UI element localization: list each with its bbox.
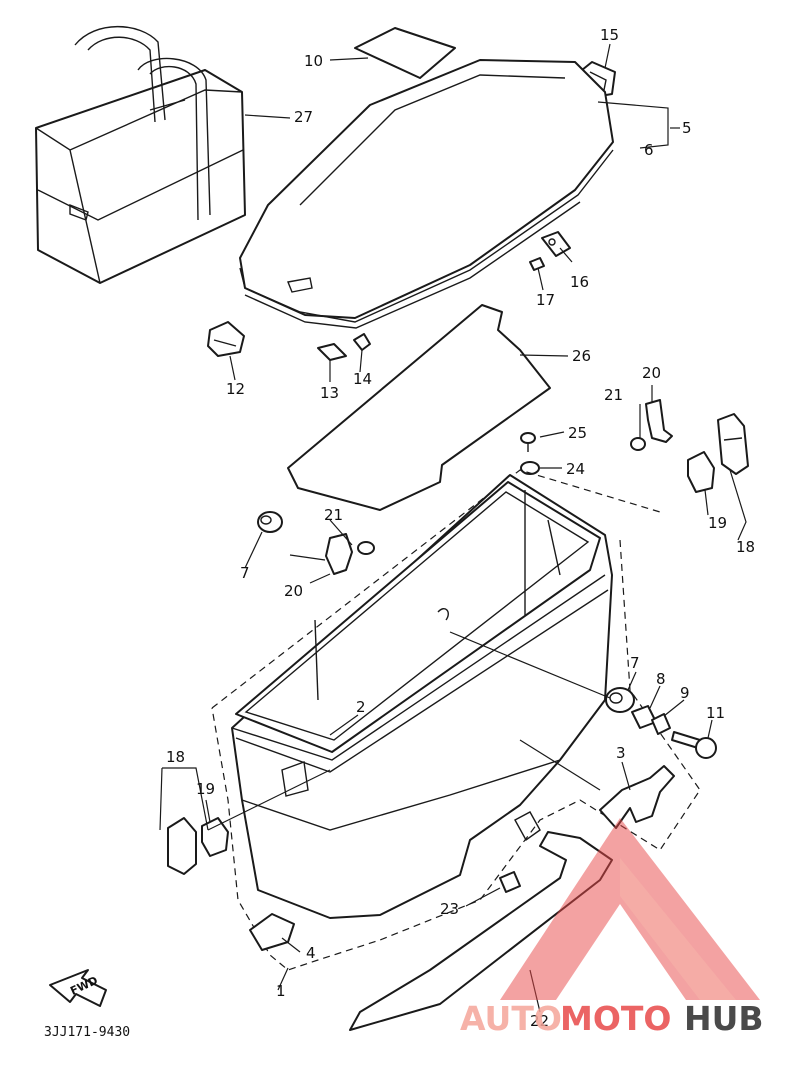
callout-5: 5: [682, 119, 692, 137]
callout-21-right: 21: [604, 386, 623, 404]
callout-15: 15: [600, 26, 619, 44]
callout-14: 14: [353, 370, 372, 388]
callout-8: 8: [656, 670, 666, 688]
callout-2: 2: [356, 698, 366, 716]
mount-bracket-right: [717, 413, 749, 475]
callout-17: 17: [536, 291, 555, 309]
callout-11: 11: [706, 704, 725, 722]
callout-23: 23: [440, 900, 459, 918]
callout-3: 3: [616, 744, 626, 762]
watermark-text-hub: HUB: [684, 999, 764, 1038]
lid-screw: [529, 257, 545, 271]
mount-plate-left: [201, 817, 229, 857]
callout-1: 1: [276, 982, 286, 1000]
bolt: [520, 432, 536, 452]
callout-12: 12: [226, 380, 245, 398]
callout-10: 10: [304, 52, 323, 70]
lid-washer-plate: [541, 231, 571, 257]
travel-bag: [35, 26, 246, 284]
callout-21-left: 21: [324, 506, 343, 524]
callout-22: 22: [530, 1012, 549, 1030]
watermark-text-moto: MOTO: [560, 999, 671, 1038]
spacer: [651, 713, 671, 735]
collar: [631, 705, 657, 729]
callout-9: 9: [680, 684, 690, 702]
callout-16: 16: [570, 273, 589, 291]
callout-24: 24: [566, 460, 585, 478]
mount-bracket-left: [167, 817, 197, 875]
washer: [520, 461, 540, 475]
latch-plate: [317, 343, 347, 361]
callout-18-right: 18: [736, 538, 755, 556]
callout-4: 4: [306, 944, 316, 962]
callout-19-left: 19: [196, 780, 215, 798]
lock-stay: [599, 765, 675, 829]
rubber-cap-left: [357, 541, 375, 555]
leader-lines: [159, 43, 747, 1013]
callout-numbers: 1 2 3 4 5 6 7 7 8 9 10 11 12 13 14 15 16…: [166, 26, 755, 1030]
callout-27: 27: [294, 108, 313, 126]
callout-6: 6: [644, 141, 654, 159]
callout-26: 26: [572, 347, 591, 365]
callout-25: 25: [568, 424, 587, 442]
callout-20-left: 20: [284, 582, 303, 600]
fixing-bolt: [671, 731, 717, 759]
figure-code: 3JJ171-9430: [44, 1025, 130, 1040]
callout-7-left: 7: [240, 564, 250, 582]
callout-19-right: 19: [708, 514, 727, 532]
set-boundary: [211, 469, 701, 971]
stay-clip: [499, 871, 521, 893]
hinge-bracket-right: [645, 399, 673, 443]
rubber-foot: [249, 913, 295, 951]
mount-plate-right: [687, 451, 715, 493]
lid-pad: [354, 27, 456, 79]
forward-arrow-icon: FWD: [49, 969, 107, 1007]
callout-18-left: 18: [166, 748, 185, 766]
rubber-cap-right: [630, 437, 646, 451]
callout-20-right: 20: [642, 364, 661, 382]
callout-13: 13: [320, 384, 339, 402]
inner-mat: [287, 304, 551, 511]
latch-screw: [353, 333, 371, 351]
watermark-logo: AUTO MOTO HUB: [460, 818, 764, 1038]
lid-latch-block: [207, 321, 245, 357]
damper-right: [605, 687, 635, 713]
callout-7-right: 7: [630, 654, 640, 672]
watermark-text-auto: AUTO: [460, 999, 562, 1038]
case-body: [231, 474, 613, 919]
damper-left: [257, 511, 283, 533]
hinge-bracket-left: [325, 533, 353, 575]
case-lid: [239, 59, 614, 329]
